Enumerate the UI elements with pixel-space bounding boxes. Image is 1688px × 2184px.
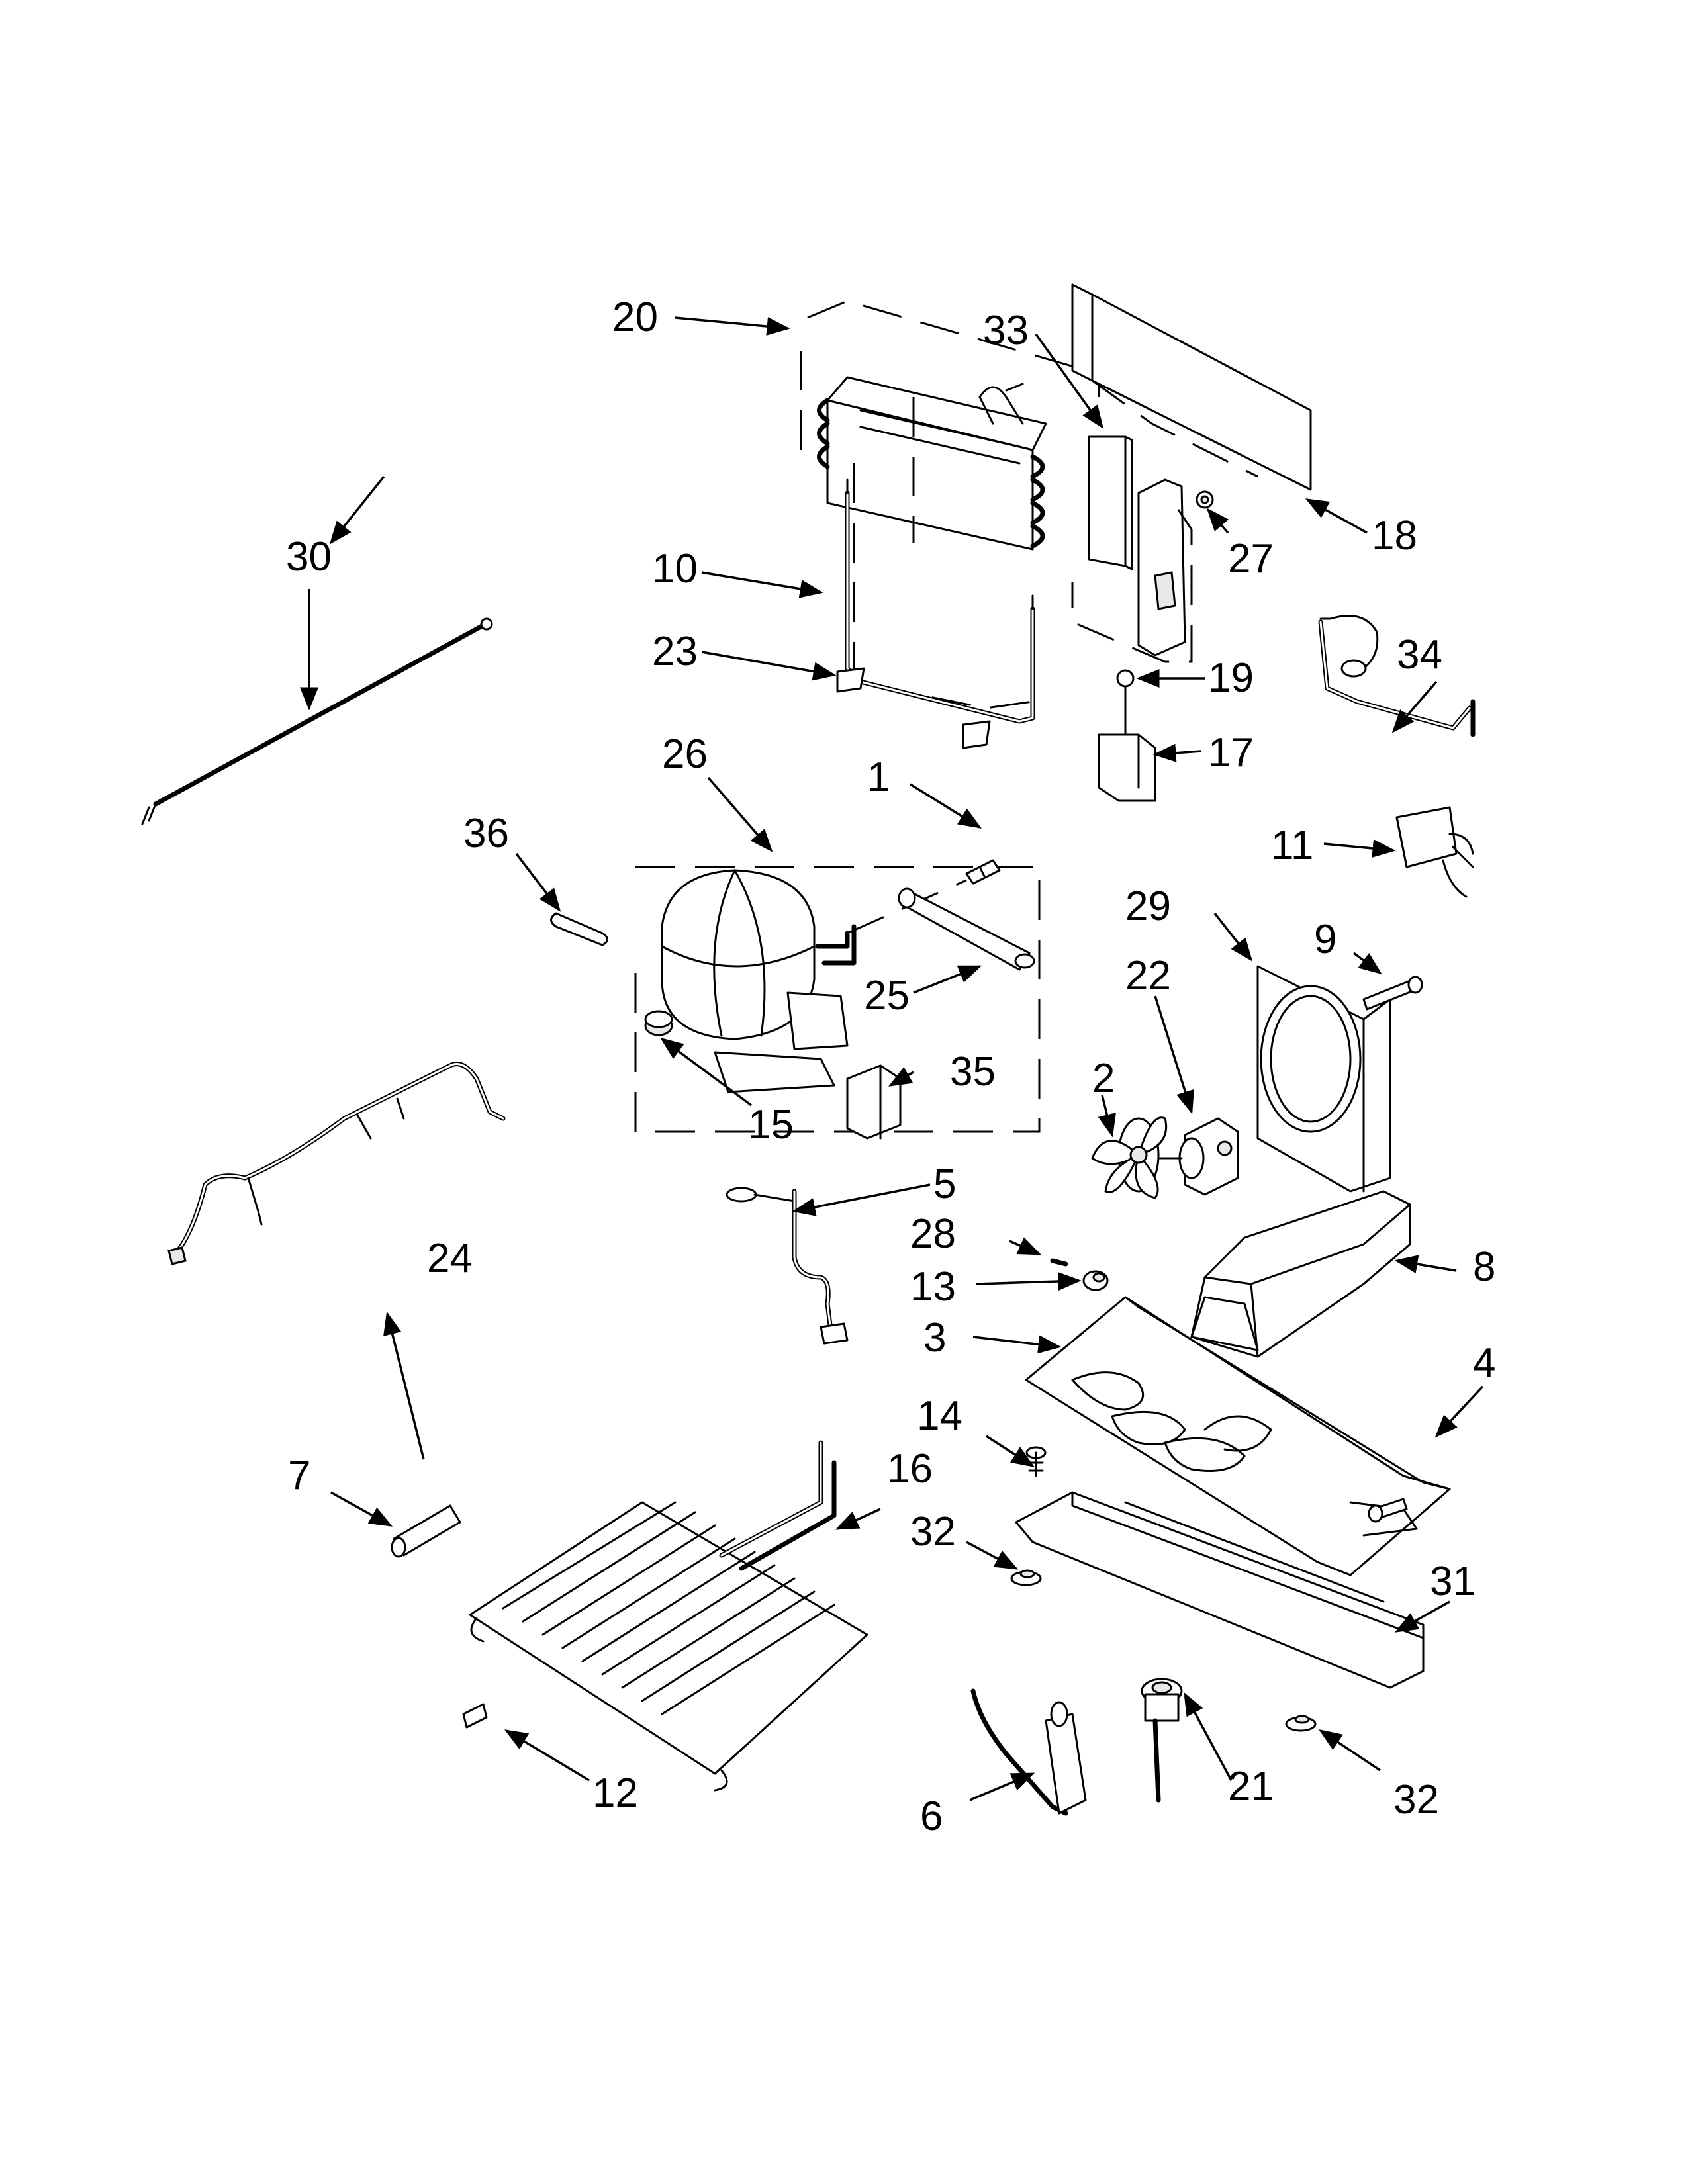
- callout-9: 9: [1314, 917, 1336, 962]
- callout-13: 13: [910, 1264, 956, 1310]
- callout-leaders: [300, 316, 1484, 1801]
- shroud-screw: [1362, 976, 1423, 1011]
- callout-24: 24: [427, 1236, 473, 1281]
- callout-8: 8: [1473, 1244, 1495, 1290]
- callout-7: 7: [288, 1453, 310, 1498]
- callout-36: 36: [463, 811, 509, 856]
- callout-22: 22: [1125, 953, 1171, 999]
- callout-18: 18: [1372, 513, 1417, 559]
- callout-1: 1: [867, 754, 890, 800]
- callout-6: 6: [920, 1794, 943, 1839]
- power-cord: [141, 617, 493, 825]
- callout-26: 26: [662, 731, 708, 777]
- fan-motor: [1157, 1117, 1239, 1196]
- evaporator-coil: [469, 1440, 868, 1792]
- machine-base-plate: [1025, 1296, 1451, 1576]
- process-tube-fitting: [965, 859, 1001, 885]
- leveling-foot-left: [1010, 1569, 1042, 1586]
- callout-35: 35: [950, 1049, 996, 1095]
- callout-5: 5: [933, 1161, 956, 1207]
- tube-insulation: [391, 1504, 461, 1558]
- clip: [462, 1703, 488, 1729]
- callout-15: 15: [748, 1102, 794, 1148]
- callout-11: 11: [1271, 823, 1313, 868]
- compressor: [634, 866, 1041, 1133]
- callout-20: 20: [612, 295, 658, 340]
- callout-33: 33: [983, 308, 1029, 353]
- callout-28: 28: [910, 1211, 956, 1257]
- callout-30: 30: [286, 534, 332, 580]
- drain-pan: [1190, 1190, 1411, 1358]
- callout-10: 10: [652, 546, 698, 592]
- leveling-foot-right: [1285, 1715, 1317, 1732]
- callout-31: 31: [1430, 1559, 1476, 1604]
- air-duct-cover: [1071, 283, 1312, 491]
- start-relay: [846, 1064, 902, 1140]
- callout-17: 17: [1208, 730, 1254, 776]
- callout-3: 3: [923, 1315, 946, 1361]
- fan-shroud: [1256, 965, 1391, 1193]
- callout-19: 19: [1208, 655, 1254, 701]
- wire-harness: [167, 1062, 506, 1265]
- callout-27: 27: [1228, 536, 1274, 582]
- control-bracket: [1071, 435, 1193, 663]
- bottom-panel: [1015, 1491, 1425, 1689]
- callout-32-left: 32: [910, 1509, 956, 1555]
- condenser-coil: [800, 300, 1100, 551]
- callout-23: 23: [652, 629, 698, 674]
- callout-29: 29: [1125, 884, 1171, 929]
- callout-12: 12: [592, 1770, 638, 1816]
- defrost-heater: [1141, 1678, 1183, 1803]
- clip-fastener: [1196, 490, 1214, 509]
- callout-25: 25: [864, 973, 910, 1019]
- callout-2: 2: [1092, 1056, 1115, 1101]
- control-relay: [1395, 806, 1474, 898]
- grommet-strap: [550, 912, 608, 946]
- callout-14: 14: [917, 1393, 962, 1439]
- fan-blade: [1091, 1116, 1168, 1199]
- base-screw: [1368, 1498, 1408, 1523]
- callout-4: 4: [1473, 1340, 1495, 1386]
- drain-tube: [726, 1187, 849, 1345]
- wiring-loop-assembly: [1318, 615, 1476, 737]
- mounting-screw: [1025, 1446, 1047, 1477]
- callout-32-right: 32: [1393, 1777, 1439, 1823]
- defrost-sensor: [970, 1688, 1087, 1816]
- callout-21: 21: [1228, 1764, 1274, 1809]
- coil-mounting-frame: [836, 397, 1035, 749]
- callout-16: 16: [887, 1446, 933, 1492]
- screw-and-bracket: [1098, 669, 1156, 802]
- callout-34: 34: [1397, 632, 1442, 678]
- filter-drier: [898, 887, 1035, 971]
- grommet: [1050, 1258, 1109, 1291]
